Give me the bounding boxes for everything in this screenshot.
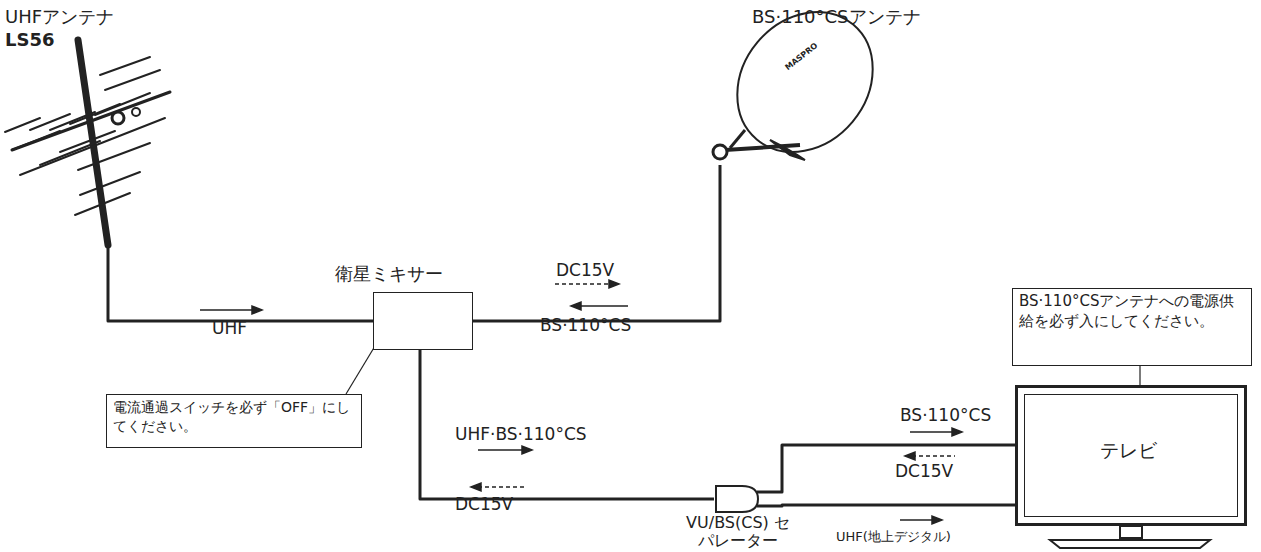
node-text: BS·110°CSアンテナへの電源供給を必ず入にしてください。 <box>1013 289 1251 334</box>
cable <box>473 165 720 321</box>
mixer-box <box>373 292 473 350</box>
cable <box>757 445 1015 492</box>
signal-label: UHF(地上デジタル) <box>836 528 951 546</box>
cable <box>346 346 375 394</box>
tv-stand <box>1050 526 1210 548</box>
signal-label: DC15V <box>455 494 513 514</box>
cable <box>1139 366 1140 385</box>
signal-label: BS·110°CS <box>540 315 631 335</box>
cable <box>108 245 373 321</box>
signal-label: UHF <box>212 318 247 338</box>
mixer-node: 衛星ミキサー <box>335 262 511 352</box>
node-text: 電流通過スイッチを必ず「OFF」にしてください。 <box>107 395 361 439</box>
node-text: UHFアンテナ <box>5 5 195 29</box>
tv-node: テレビ <box>1015 385 1247 526</box>
signal-label: BS·110°CS <box>900 405 991 425</box>
node-text: 衛星ミキサー <box>335 262 511 286</box>
signal-label: DC15V <box>556 260 614 280</box>
node-text: LS56 <box>5 29 195 50</box>
node-text: テレビ <box>1100 438 1157 464</box>
signal-label: UHF·BS·110°CS <box>455 424 587 444</box>
signal-label: DC15V <box>895 461 953 481</box>
uhf-antenna-node: UHFアンテナLS56 <box>5 5 195 245</box>
callout-box: BS·110°CSアンテナへの電源供給を必ず入にしてください。 <box>1012 288 1252 366</box>
separator-node: VU/BS(CS) セパレーター <box>682 482 794 552</box>
uhf-antenna <box>5 40 170 245</box>
separator-shape <box>714 484 760 514</box>
bs-antenna-node: BS·110°CSアンテナ <box>690 5 950 165</box>
cable <box>757 505 1015 506</box>
cable <box>420 350 714 499</box>
node-text: VU/BS(CS) セパレーター <box>682 514 794 551</box>
callout-box: 電流通過スイッチを必ず「OFF」にしてください。 <box>106 394 362 448</box>
node-text: BS·110°CSアンテナ <box>752 5 921 29</box>
